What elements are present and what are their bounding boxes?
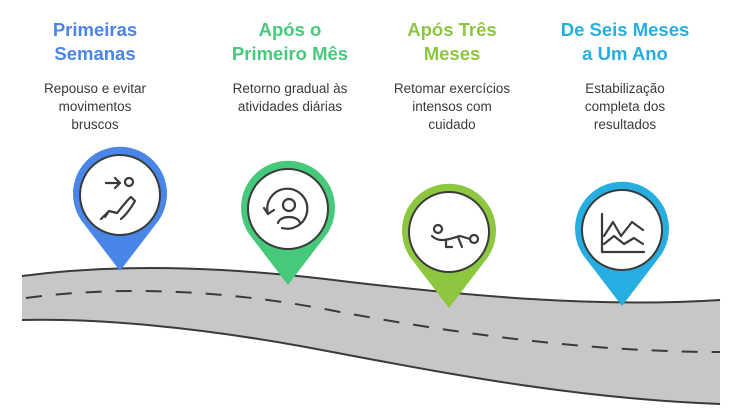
line-chart-icon xyxy=(600,212,646,254)
road-top-edge xyxy=(21,267,721,304)
pin-step-4 xyxy=(575,181,669,306)
step-3-title: Após Três Meses xyxy=(407,19,497,64)
road-center-dashes xyxy=(25,289,721,353)
road-surface xyxy=(22,268,720,404)
exercising-person-icon xyxy=(430,223,480,249)
step-3-description: Retomar exercícios intensos com cuidado xyxy=(393,81,511,132)
step-2: Após o Primeiro Mês Retorno gradual às a… xyxy=(190,18,390,116)
step-2-description: Retorno gradual às atividades diárias xyxy=(232,81,348,114)
step-4: De Seis Meses a Um Ano Estabilização com… xyxy=(525,18,725,134)
step-1-title: Primeiras Semanas xyxy=(52,19,138,64)
pin-step-3 xyxy=(401,183,496,308)
step-2-title: Após o Primeiro Mês xyxy=(231,19,349,64)
step-1-description: Repouso e evitar movimentos bruscos xyxy=(43,81,147,132)
step-4-title: De Seis Meses a Um Ano xyxy=(560,19,690,64)
road-bottom-edge xyxy=(21,318,721,405)
reclining-person-icon xyxy=(99,176,137,221)
pin-step-2 xyxy=(241,160,335,285)
pin-step-1 xyxy=(73,146,167,271)
step-1: Primeiras Semanas Repouso e evitar movim… xyxy=(0,18,190,134)
step-4-description: Estabilização completa dos resultados xyxy=(584,81,666,132)
step-3: Após Três Meses Retomar exercícios inten… xyxy=(352,18,552,134)
person-refresh-icon xyxy=(262,187,309,230)
